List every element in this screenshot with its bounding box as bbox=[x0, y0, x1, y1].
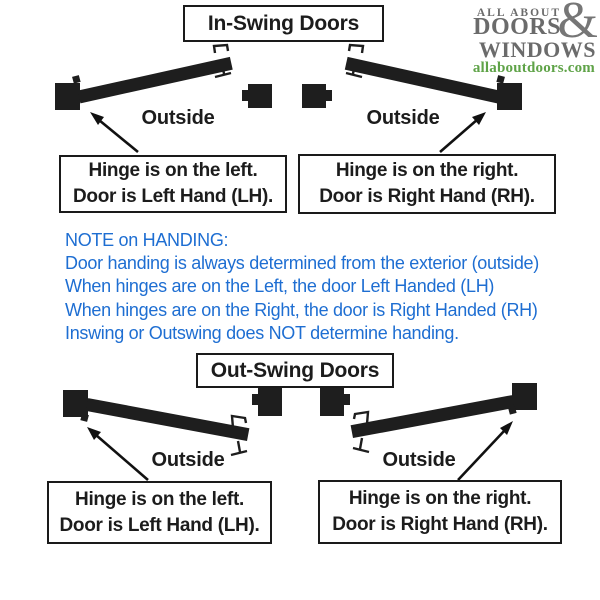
inswing-left-caption-box: Hinge is on the left. Door is Left Hand … bbox=[59, 155, 287, 213]
arrow-to-right-hinge bbox=[439, 118, 479, 153]
caption-line: Door is Left Hand (LH). bbox=[73, 186, 273, 207]
inswing-center-left-strike bbox=[242, 90, 248, 101]
arrow-to-right-hinge-outswing bbox=[457, 429, 506, 481]
arrowhead-left-hinge-outswing bbox=[87, 427, 101, 440]
caption-line: Hinge is on the right. bbox=[348, 488, 532, 509]
inswing-left-hinge-pin bbox=[72, 75, 81, 84]
outswing-center-right-strike bbox=[344, 394, 350, 405]
outswing-left-outside-label: Outside bbox=[151, 449, 225, 471]
logo-website: allaboutdoors.com bbox=[472, 60, 595, 76]
outswing-right-caption-box: Hinge is on the right. Door is Right Han… bbox=[318, 480, 562, 544]
note-line: When hinges are on the Left, the door Le… bbox=[65, 276, 495, 297]
company-logo: ALL ABOUT & DOORS WINDOWS allaboutdoors.… bbox=[452, 0, 598, 76]
inswing-right-latch-icon bbox=[345, 61, 363, 79]
outswing-left-door bbox=[85, 398, 250, 442]
caption-line: Door is Right Hand (RH). bbox=[332, 514, 548, 535]
outswing-title-label: Out-Swing Doors bbox=[210, 358, 380, 382]
inswing-right-latch-icon bbox=[347, 43, 365, 54]
inswing-right-hinge-post bbox=[497, 83, 522, 110]
outswing-center-left-post bbox=[258, 388, 282, 416]
caption-line: Hinge is on the right. bbox=[335, 160, 519, 181]
inswing-left-latch-icon bbox=[212, 43, 230, 54]
outswing-right-door bbox=[350, 395, 515, 439]
outswing-left-hinge-pin bbox=[80, 413, 89, 422]
inswing-title-label: In-Swing Doors bbox=[207, 11, 360, 35]
inswing-right-door bbox=[344, 56, 500, 104]
inswing-right-hinge-pin bbox=[496, 75, 505, 84]
inswing-left-outside-label: Outside bbox=[141, 107, 215, 129]
note-line: When hinges are on the Right, the door i… bbox=[65, 299, 538, 320]
outswing-right-outside-label: Outside bbox=[382, 449, 456, 471]
logo-ampersand-icon: & bbox=[557, 0, 598, 49]
inswing-left-latch-icon bbox=[214, 61, 232, 79]
inswing-title: In-Swing Doors bbox=[183, 5, 384, 42]
logo-all-about: ALL ABOUT bbox=[476, 7, 561, 19]
arrowhead-left-hinge bbox=[90, 112, 104, 125]
inswing-center-right-post bbox=[302, 84, 326, 108]
outswing-left-caption-box: Hinge is on the left. Door is Left Hand … bbox=[47, 481, 272, 544]
outswing-center-left-strike bbox=[252, 394, 258, 405]
logo-doors: DOORS bbox=[473, 14, 561, 40]
outswing-right-latch-icon bbox=[352, 437, 370, 454]
handing-note: NOTE on HANDING: Door handing is always … bbox=[65, 229, 585, 345]
caption-line: Hinge is on the left. bbox=[75, 488, 244, 510]
outswing-left-latch-icon bbox=[230, 414, 248, 429]
caption-line: Hinge is on the left. bbox=[88, 160, 258, 181]
outswing-right-latch-icon bbox=[352, 410, 370, 425]
inswing-right-caption-box: Hinge is on the right. Door is Right Han… bbox=[298, 154, 556, 214]
inswing-center-right-strike bbox=[326, 90, 332, 101]
inswing-right-outside-label: Outside bbox=[366, 107, 440, 129]
arrowhead-right-hinge-outswing bbox=[500, 421, 513, 435]
outswing-title: Out-Swing Doors bbox=[196, 353, 394, 388]
arrowhead-right-hinge bbox=[472, 112, 486, 125]
note-line: NOTE on HANDING: bbox=[65, 230, 229, 250]
outswing-left-hinge-post bbox=[63, 390, 88, 417]
note-line: Inswing or Outswing does NOT determine h… bbox=[65, 322, 459, 343]
caption-line: Door is Right Hand (RH). bbox=[319, 186, 535, 207]
inswing-center-left-post bbox=[248, 84, 272, 108]
outswing-left-latch-icon bbox=[230, 440, 248, 457]
caption-line: Door is Left Hand (LH). bbox=[59, 514, 260, 536]
arrow-to-left-hinge-outswing bbox=[95, 434, 149, 481]
arrow-to-left-hinge bbox=[98, 118, 139, 154]
outswing-center-right-post bbox=[320, 388, 344, 416]
inswing-left-door bbox=[77, 56, 233, 104]
outswing-right-hinge-post bbox=[512, 383, 537, 410]
note-line: Door handing is always determined from t… bbox=[65, 253, 539, 274]
logo-windows: WINDOWS bbox=[478, 37, 596, 62]
inswing-left-hinge-post bbox=[55, 83, 80, 110]
